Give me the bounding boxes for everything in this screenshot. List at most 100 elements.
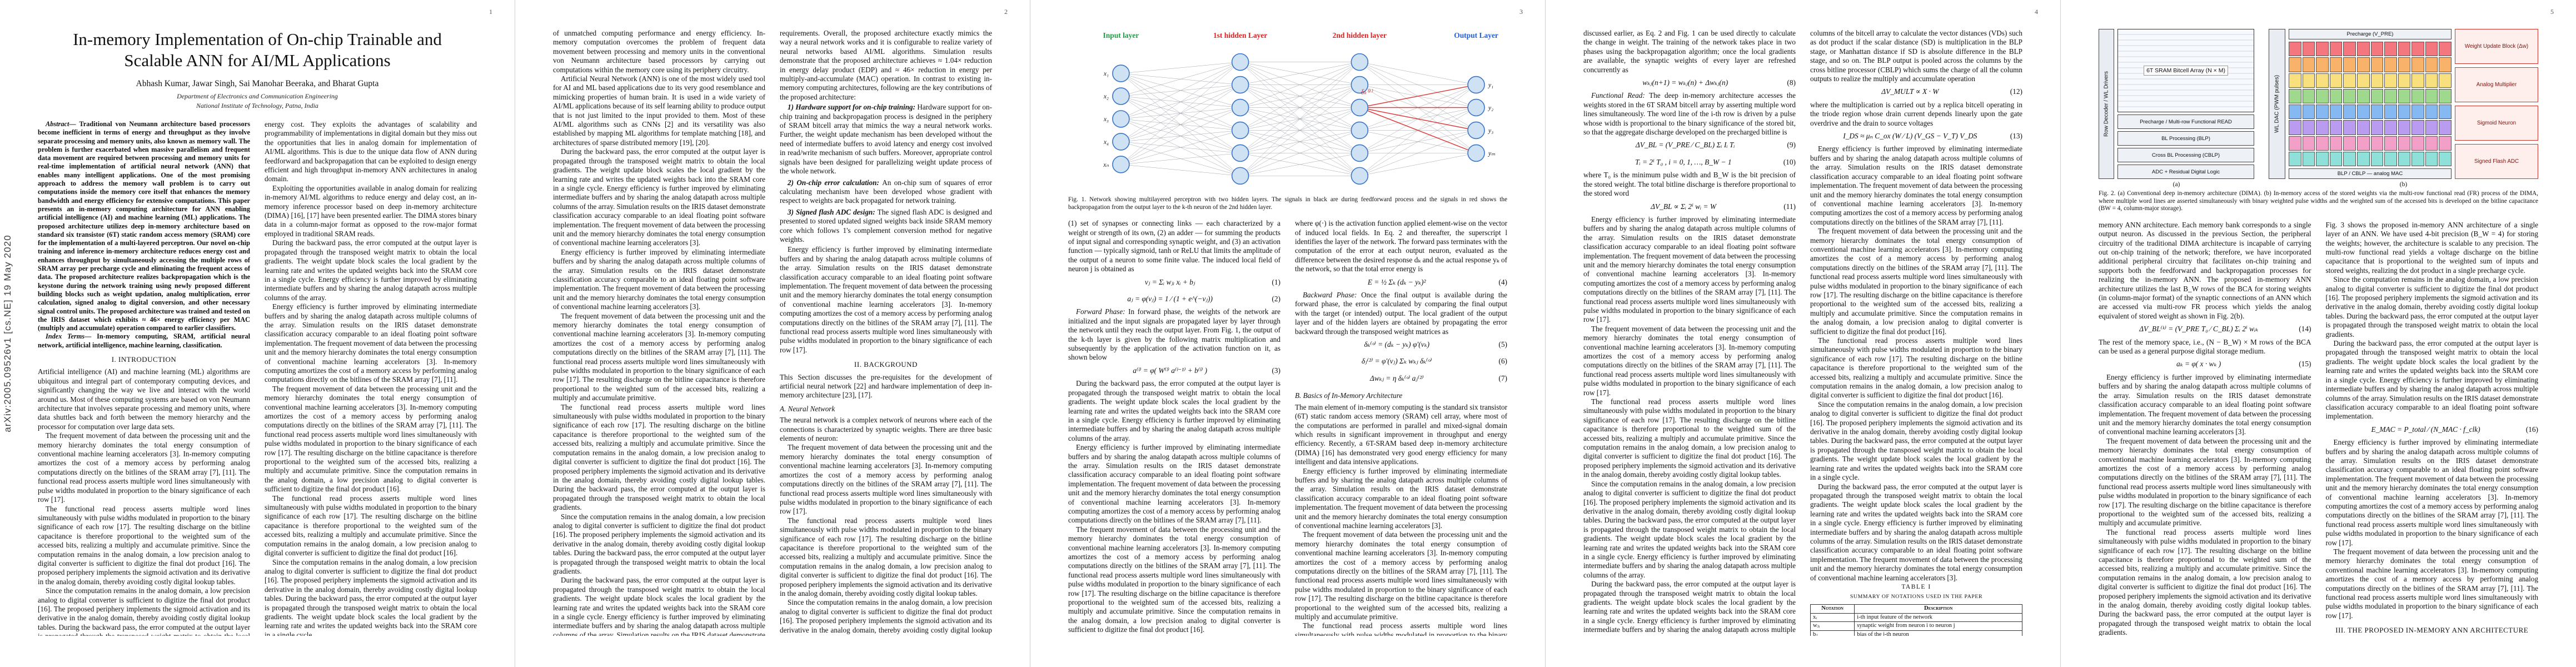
paragraph: The functional read process asserts mult… (553, 402, 765, 512)
equation-body: ΔV_BL = (V_PRE ⁄ C_BL) Σᵢ Iᵢ Tᵢ (1635, 141, 1735, 150)
paragraph: During the backward pass, the error comp… (1810, 482, 2022, 582)
bitcell (2329, 88, 2343, 103)
bitcell (2316, 104, 2329, 120)
paragraph: The functional read process asserts mult… (1583, 397, 1796, 479)
svg-text:y₁: y₁ (1488, 82, 1493, 89)
equation-body: Δwₖⱼ = η δₖ⁽ᵒ⁾ aⱼ⁽²⁾ (1369, 374, 1424, 382)
column: discussed earlier, as Eq. 2 and Fig. 1 c… (1583, 29, 1796, 636)
equation-body: ΔV_BL ∝ Σᵢ 2ⁱ wᵢ = W (1651, 202, 1717, 211)
paragraph: Since the computation remains in the ana… (2325, 275, 2539, 339)
bitcell (2302, 73, 2315, 88)
arxiv-stamp: arXiv:2005.09526v1 [cs.NE] 19 May 2020 (2, 235, 13, 432)
sram-array-label: 6T SRAM Bitcell Array (N × M) (2144, 66, 2228, 76)
paragraph: 1) Hardware support for on-chip training… (780, 103, 992, 176)
equation: Δwₖⱼ = η δₖ⁽ᵒ⁾ aⱼ⁽²⁾(7) (1295, 374, 1507, 383)
wl-dac-block: WL DAC (PWM pulses) (2269, 29, 2285, 179)
paragraph-lead: 2) On-chip error calculation: (788, 178, 883, 187)
equation-body: E_MAC = P_total ⁄ (N_MAC · f_clk) (2371, 425, 2480, 434)
equation-number: (16) (2525, 425, 2538, 434)
table-cell: i-th input feature of the network (1854, 613, 2022, 623)
bitcell (2370, 73, 2384, 88)
bitcell (2439, 73, 2452, 88)
bitcell (2329, 151, 2343, 166)
bitcell (2398, 120, 2411, 135)
paragraph: Energy efficiency is further improved by… (2325, 438, 2539, 547)
paragraph: The frequent movement of data between th… (780, 443, 992, 516)
bitcell (2289, 57, 2301, 72)
bitcell (2384, 136, 2397, 151)
paragraph: The rest of the memory space, i.e., (N −… (2099, 337, 2311, 356)
bitcell (2425, 73, 2438, 88)
bitcell (2411, 88, 2424, 103)
column: Fig. 3 shows the proposed in-memory ANN … (2326, 221, 2539, 636)
table-cell: bⱼ (1810, 630, 1855, 636)
bitcell (2384, 42, 2397, 57)
bitcell (2302, 88, 2315, 103)
equation-body: a⁽ˡ⁾ = φ( W⁽ˡ⁾ a⁽ˡ⁻¹⁾ + b⁽ˡ⁾ ) (1133, 366, 1208, 375)
subsection-heading: B. Basics of In-Memory Architecture (1295, 391, 1403, 400)
equation-number: (3) (1272, 366, 1280, 375)
bitcell (2356, 120, 2370, 135)
page-number: 4 (2035, 8, 2038, 16)
bitcell (2302, 42, 2315, 57)
bitcell (2316, 57, 2329, 72)
bitcell (2356, 151, 2370, 166)
bitcell (2356, 88, 2370, 103)
bitcell (2343, 136, 2356, 151)
dima-stage-block: ADC + Residual Digital Logic (2117, 165, 2254, 179)
bitcell (2411, 42, 2424, 57)
paragraph: (1) set of synapses or connecting links … (1068, 219, 1280, 273)
equation: a⁽ˡ⁾ = φ( W⁽ˡ⁾ a⁽ˡ⁻¹⁾ + b⁽ˡ⁾ ) (3) (1068, 366, 1280, 375)
paragraph: Since the computation remains in the ana… (265, 558, 477, 636)
proposed-periphery-block: Analog Multiplier (2455, 67, 2538, 102)
equation-body: wₖⱼ(n+1) = wₖⱼ(n) + Δwₖⱼ(n) (1642, 78, 1728, 87)
svg-text:xₙ: xₙ (1103, 162, 1109, 168)
bitcell (2439, 136, 2452, 151)
equation-body: I_DS ≈ μₙ C_ox (W ⁄ L) (V_GS − V_T) V_DS (1843, 132, 1977, 141)
column: requirements. Overall, the proposed arch… (780, 29, 992, 636)
bitcell (2425, 120, 2438, 135)
section-heading: I. INTRODUCTION (111, 355, 177, 364)
bitcell (2302, 136, 2315, 151)
bitcell (2411, 57, 2424, 72)
bitcell (2398, 73, 2411, 88)
bitcell (2289, 73, 2301, 88)
svg-text:x₃: x₃ (1103, 116, 1109, 123)
svg-text:y₃: y₃ (1488, 127, 1493, 134)
figure2b-functional-read: WL DAC (PWM pulses)Precharge (V_PRE)BLP … (2269, 29, 2538, 188)
paragraph: During the backward pass, the error comp… (553, 147, 765, 247)
paragraph-lead: Index Terms— (46, 332, 97, 341)
svg-text:y₂: y₂ (1488, 105, 1493, 112)
bitcell (2356, 136, 2370, 151)
column: where φ(·) is the activation function ap… (1295, 219, 1507, 636)
bitcell (2289, 42, 2301, 57)
bitcell (2398, 104, 2411, 120)
figure2a-sublabel: (a) (2173, 181, 2180, 188)
equation-number: (10) (1783, 157, 1796, 166)
paragraph: Index Terms— In-memory computing, SRAM, … (38, 332, 250, 349)
svg-text:Output Layer: Output Layer (1454, 31, 1498, 39)
bitcell (2316, 120, 2329, 135)
figure-1-caption: Fig. 1. Network showing multilayered per… (1068, 196, 1507, 211)
bitcell (2411, 104, 2424, 120)
equation: aⱼ = φ(vⱼ) = 1 ⁄ (1 + e^(−vⱼ))(2) (1068, 295, 1280, 303)
table-label: TABLE I (1901, 583, 1931, 590)
equation: E = ½ Σₖ (dₖ − yₖ)²(4) (1295, 278, 1507, 287)
equation: δₖ⁽ᵒ⁾ = (dₖ − yₖ) φ′(vₖ)(5) (1295, 340, 1507, 349)
proposed-periphery-block: Weight Update Block (Δw) (2455, 29, 2538, 64)
bitcell (2425, 42, 2438, 57)
equation-body: aⱼ = φ(vⱼ) = 1 ⁄ (1 + e^(−vⱼ)) (1127, 295, 1213, 303)
table-cell: bias of the j-th neuron (1854, 630, 2022, 636)
paragraph: The frequent movement of data between th… (38, 431, 250, 504)
paragraph: The functional read process asserts mult… (1068, 635, 1280, 636)
section-heading: II. BACKGROUND (854, 360, 918, 369)
paragraph: Energy efficiency is further improved by… (780, 245, 992, 354)
bitcell (2289, 104, 2301, 120)
paragraph: Energy efficiency is further improved by… (1583, 215, 1796, 324)
paragraph: Artificial Neural Network (ANN) is one o… (553, 74, 765, 147)
bitcell (2398, 42, 2411, 57)
